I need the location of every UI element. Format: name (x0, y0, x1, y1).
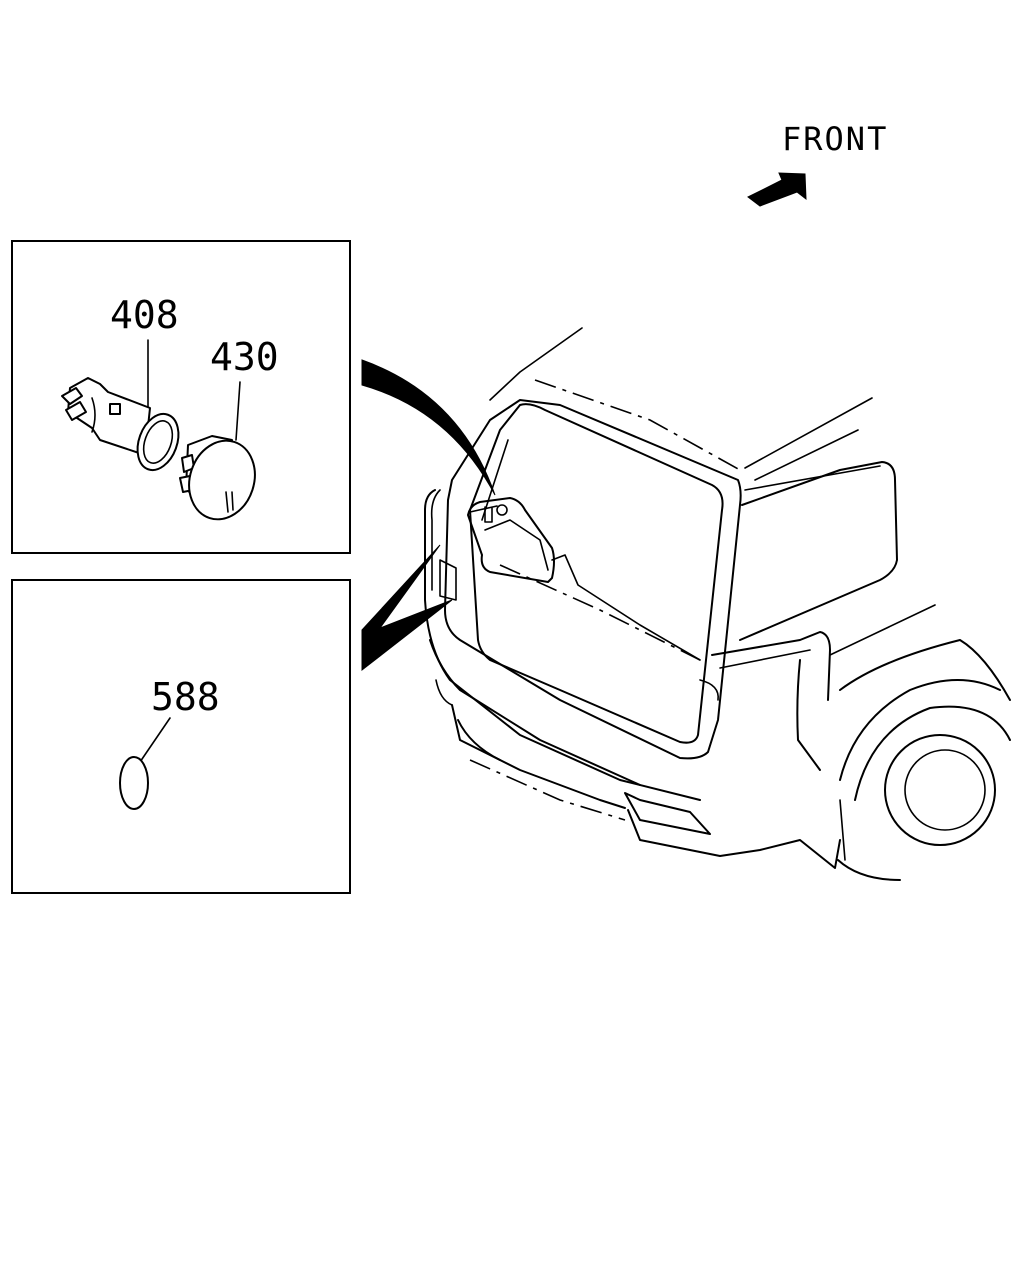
bulb-socket-icon (61, 377, 180, 472)
front-arrow-icon (747, 172, 807, 207)
callout-408: 408 (110, 293, 179, 337)
callout-588: 588 (151, 675, 220, 719)
front-label: FRONT (782, 120, 888, 158)
vehicle-illustration (424, 327, 1011, 881)
front-indicator: FRONT (747, 120, 888, 207)
cap-icon (179, 435, 256, 521)
leader-wedge-upper (361, 359, 496, 496)
leader-wedge-lower (361, 544, 453, 672)
plug-icon (119, 756, 149, 810)
leader-line-588 (139, 717, 171, 763)
detail-panel-upper: 408 430 (11, 240, 351, 554)
callout-430: 430 (210, 335, 279, 379)
detail-panel-lower: 588 (11, 579, 351, 894)
leader-line-430 (235, 381, 241, 441)
